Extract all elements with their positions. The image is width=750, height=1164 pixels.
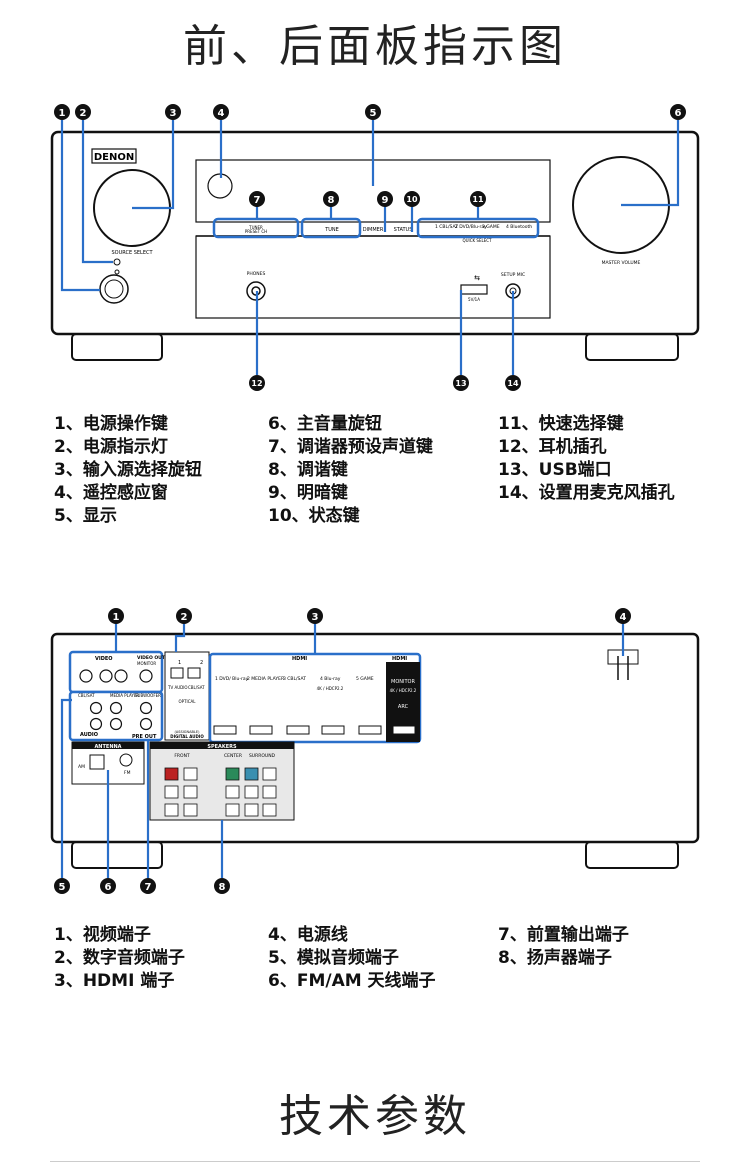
front-panel: DENON SOURCE SELECT TUNER PRESET CH TUNE… bbox=[50, 104, 700, 391]
subwoofer-label: SUBWOOFER bbox=[135, 693, 161, 698]
arc-label: ARC bbox=[398, 704, 409, 710]
svg-text:3 CBL/SAT: 3 CBL/SAT bbox=[283, 676, 306, 682]
speakers-label: SPEAKERS bbox=[207, 744, 237, 750]
front-number-badges: 1 2 3 4 5 6 7 8 9 10 11 12 13 14 bbox=[54, 104, 686, 391]
svg-text:7: 7 bbox=[145, 882, 152, 893]
usb-label: 5V/1A bbox=[468, 297, 480, 302]
svg-text:5: 5 bbox=[370, 108, 377, 119]
hdcp-label: 4K / HDCP2.2 bbox=[317, 686, 344, 691]
quick-btn-1: 1 CBL/SAT bbox=[435, 224, 458, 230]
hdmi-monitor-label: MONITOR bbox=[391, 679, 415, 685]
quick-btn-2: 2 DVD/Blu-ray bbox=[455, 224, 487, 230]
setup-mic-label: SETUP MIC bbox=[501, 272, 525, 278]
svg-text:1 DVD/ Blu-ray: 1 DVD/ Blu-ray bbox=[215, 676, 249, 682]
svg-text:4K / HDCP2.2: 4K / HDCP2.2 bbox=[390, 688, 417, 693]
svg-text:5 GAME: 5 GAME bbox=[356, 676, 374, 682]
svg-text:4 Blu-ray: 4 Blu-ray bbox=[320, 676, 341, 682]
svg-text:8: 8 bbox=[328, 195, 335, 206]
svg-text:2: 2 bbox=[80, 108, 87, 119]
audio-label: AUDIO bbox=[80, 732, 98, 738]
svg-text:6: 6 bbox=[105, 882, 112, 893]
svg-text:13: 13 bbox=[455, 379, 466, 388]
svg-text:5: 5 bbox=[59, 882, 66, 893]
hdmi-in-label: HDMI bbox=[292, 656, 307, 662]
pre-out-label: PRE OUT bbox=[132, 734, 157, 740]
antenna-label: ANTENNA bbox=[94, 744, 121, 750]
dimmer-label: DIMMER bbox=[363, 227, 384, 233]
svg-text:2: 2 bbox=[200, 660, 203, 666]
quick-select-label: QUICK SELECT bbox=[462, 238, 492, 243]
usb-icon: ⇆ bbox=[474, 274, 480, 282]
optical-label: OPTICAL bbox=[179, 699, 197, 704]
quick-btn-3: 3 GAME bbox=[482, 224, 500, 230]
digital-audio-label: DIGITAL AUDIO bbox=[170, 734, 204, 739]
media-player-label: MEDIA PLAYER bbox=[110, 693, 139, 698]
svg-text:2: 2 bbox=[181, 612, 188, 623]
master-volume-label: MASTER VOLUME bbox=[602, 260, 641, 266]
svg-text:10: 10 bbox=[406, 195, 418, 204]
svg-text:AM: AM bbox=[78, 764, 85, 770]
brand-label: DENON bbox=[94, 152, 134, 163]
svg-text:1: 1 bbox=[59, 108, 66, 119]
svg-text:11: 11 bbox=[472, 195, 484, 204]
status-label: STATUS bbox=[394, 227, 413, 233]
svg-text:SURROUND: SURROUND bbox=[249, 753, 276, 759]
svg-text:14: 14 bbox=[507, 379, 519, 388]
svg-text:12: 12 bbox=[251, 379, 262, 388]
specs-title: 技术参数 bbox=[279, 1091, 471, 1142]
svg-text:4: 4 bbox=[218, 108, 225, 119]
svg-text:1: 1 bbox=[178, 660, 181, 666]
svg-text:8: 8 bbox=[219, 882, 226, 893]
svg-text:3: 3 bbox=[170, 108, 177, 119]
svg-text:CENTER: CENTER bbox=[224, 753, 242, 759]
hdmi-out-label: HDMI bbox=[392, 656, 407, 662]
tuner-preset-label: TUNER bbox=[248, 225, 263, 230]
svg-text:4: 4 bbox=[620, 612, 627, 623]
phones-label: PHONES bbox=[247, 271, 266, 277]
svg-text:7: 7 bbox=[254, 195, 261, 206]
svg-text:(ASSIGNABLE): (ASSIGNABLE) bbox=[175, 730, 201, 734]
quick-btn-4: 4 Bluetooth bbox=[506, 224, 532, 230]
svg-text:CBL/SAT: CBL/SAT bbox=[188, 685, 205, 690]
rear-number-badges: 1 2 3 4 5 6 7 8 bbox=[54, 608, 631, 894]
svg-text:PRESET CH: PRESET CH bbox=[245, 229, 267, 234]
cbl-sat-label: CBL/SAT bbox=[78, 693, 95, 698]
source-select-label: SOURCE SELECT bbox=[111, 250, 153, 256]
svg-text:9: 9 bbox=[382, 195, 389, 206]
svg-text:2 MEDIA PLAYER: 2 MEDIA PLAYER bbox=[247, 676, 284, 682]
rear-panel: VIDEO VIDEO OUT MONITOR CBL/SAT MEDIA PL… bbox=[50, 608, 700, 894]
svg-text:1: 1 bbox=[113, 612, 120, 623]
page-title: 前、后面板指示图 bbox=[183, 21, 567, 72]
tune-label: TUNE bbox=[324, 227, 339, 233]
video-out-label: VIDEO OUT bbox=[137, 655, 166, 661]
svg-text:FM: FM bbox=[124, 770, 131, 776]
svg-text:TV AUDIO: TV AUDIO bbox=[167, 685, 188, 690]
video-in-label: VIDEO bbox=[95, 656, 113, 662]
svg-text:FRONT: FRONT bbox=[174, 753, 190, 759]
divider bbox=[50, 1161, 700, 1162]
svg-text:6: 6 bbox=[675, 108, 682, 119]
svg-text:3: 3 bbox=[312, 612, 319, 623]
monitor-label: MONITOR bbox=[137, 661, 156, 666]
